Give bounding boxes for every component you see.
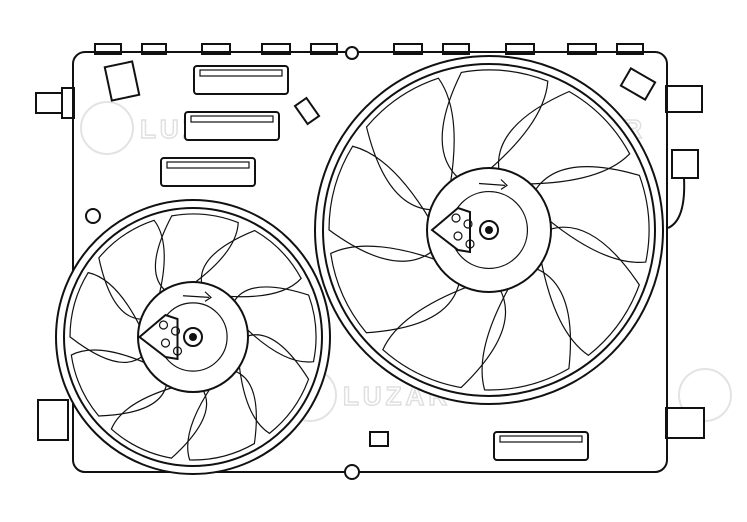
side-brackets — [35, 85, 705, 441]
top-clips — [94, 43, 644, 55]
fan-blade — [154, 213, 239, 293]
fan-blade — [98, 219, 165, 320]
fan-blade — [232, 286, 317, 363]
fan-blade — [533, 166, 650, 264]
shroud-slots — [85, 46, 657, 480]
large-fan — [314, 55, 664, 405]
fan-blade — [497, 90, 631, 185]
fan-blade — [187, 369, 257, 461]
fan-blade — [441, 69, 549, 180]
fan-blade — [110, 385, 208, 459]
fan-blade — [540, 226, 640, 357]
fan-blade — [238, 334, 310, 435]
fan-blade — [70, 349, 168, 417]
fan-blade — [365, 77, 455, 211]
fan-blade — [481, 267, 572, 391]
fan-blade — [69, 271, 145, 363]
motor-mount — [137, 313, 179, 361]
fan-blade — [382, 285, 507, 389]
small-fan — [55, 199, 331, 475]
shroud-frame — [72, 51, 668, 473]
fan-blade — [200, 229, 302, 298]
motor-mount — [430, 206, 471, 254]
rotation-arrow-icon — [478, 182, 506, 186]
fan-blade — [330, 245, 461, 334]
fan-blade — [328, 145, 435, 262]
rotation-arrow-icon — [182, 295, 210, 298]
